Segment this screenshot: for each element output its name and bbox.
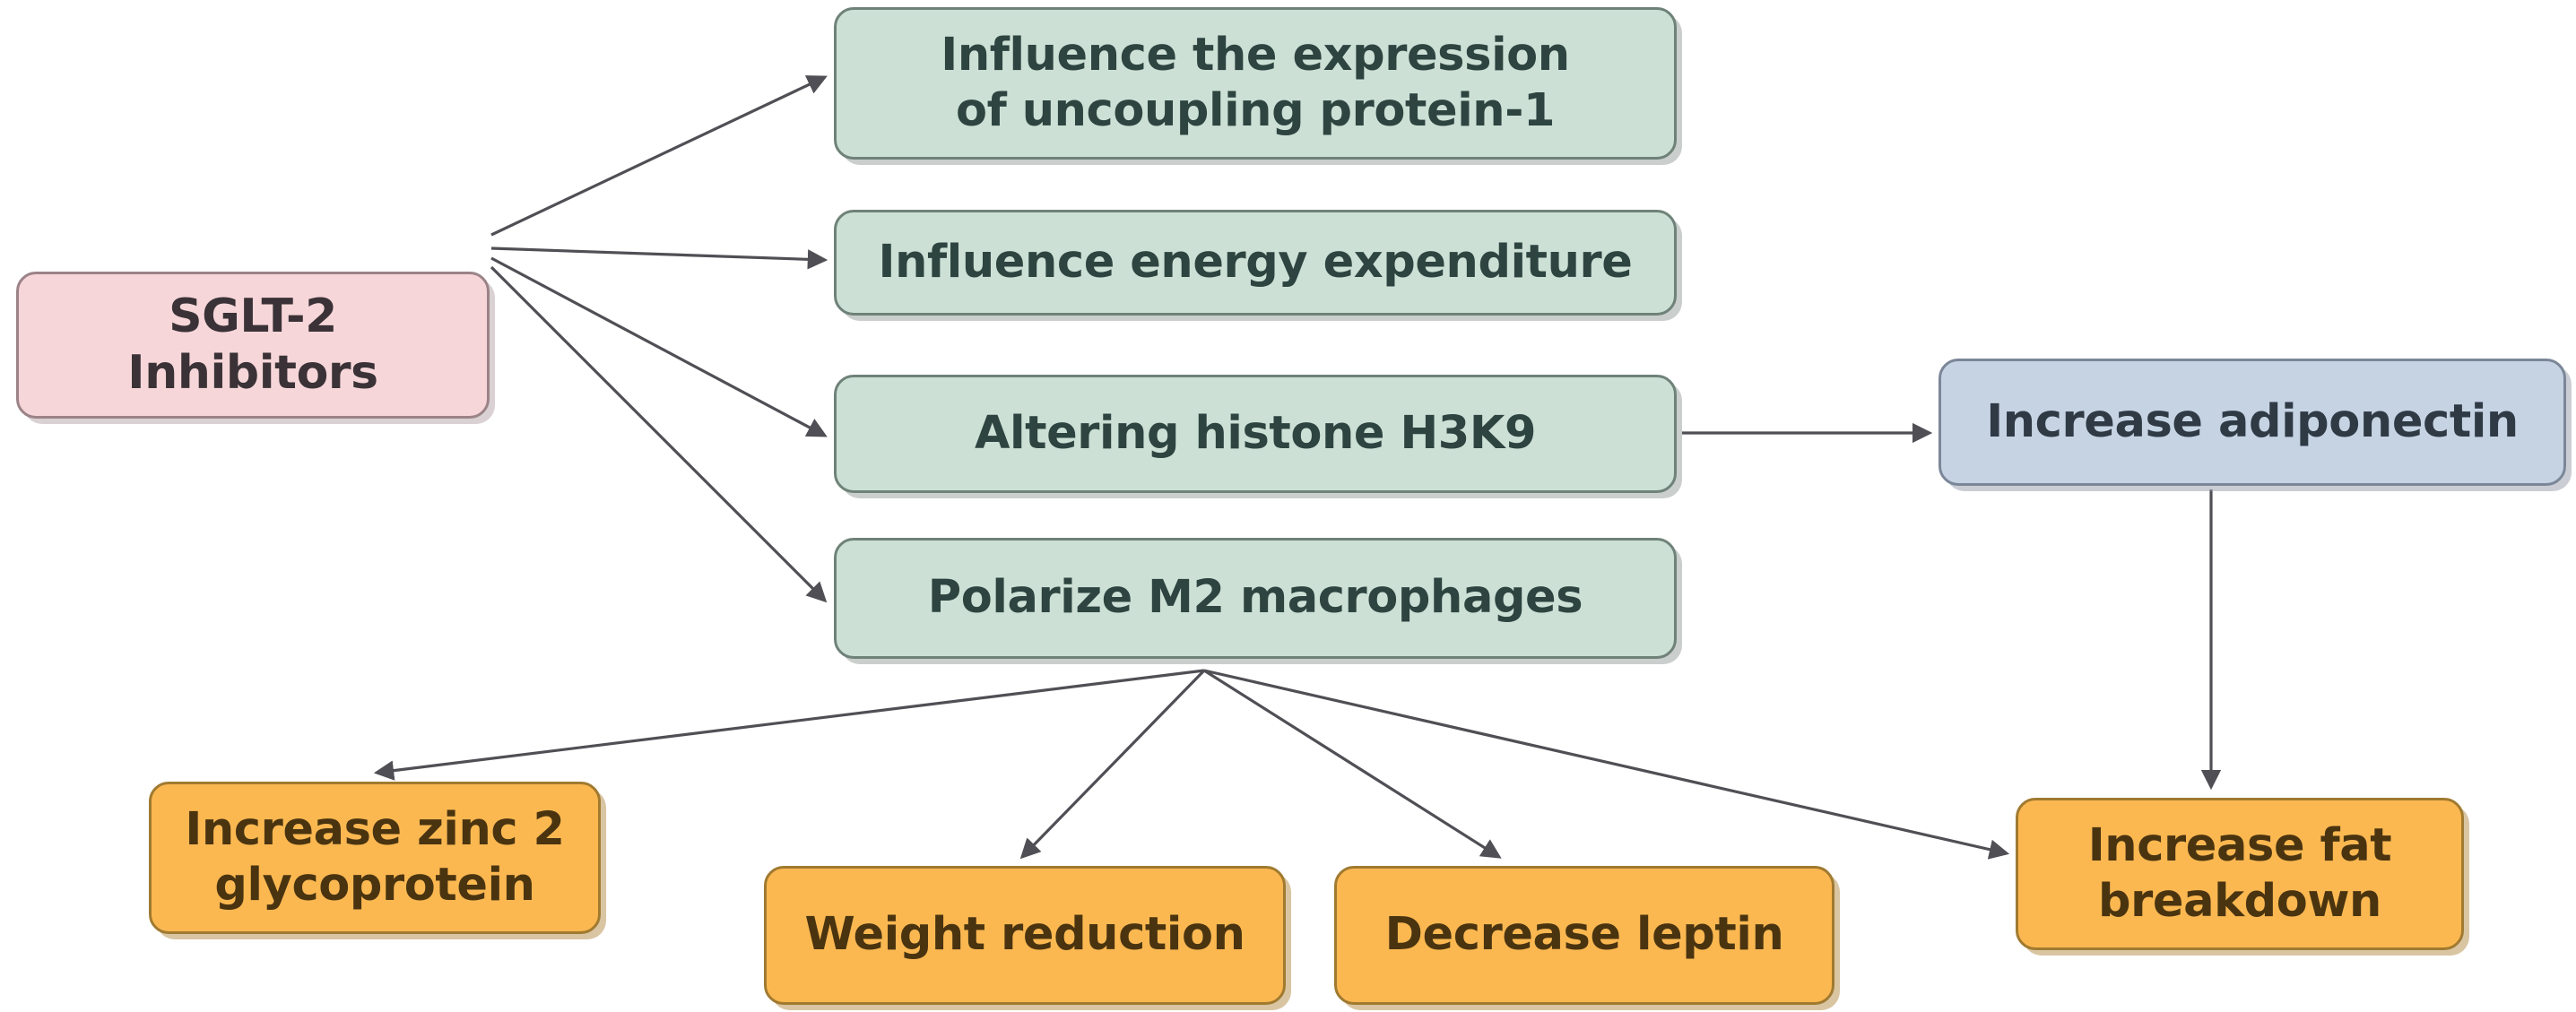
edge-sglt2-to-m2: [490, 265, 828, 603]
node-m2[interactable]: Polarize M2 macrophages: [834, 538, 1677, 659]
node-ucp1[interactable]: Influence the expression of uncoupling p…: [834, 7, 1677, 160]
edge-m2-to-zinc2: [373, 669, 1205, 781]
node-zinc2[interactable]: Increase zinc 2 glycoprotein: [149, 782, 601, 934]
node-adiponectin[interactable]: Increase adiponectin: [1939, 359, 2566, 486]
node-h3k9[interactable]: Altering histone H3K9: [834, 375, 1677, 493]
edge-sglt2-to-ucp1: [490, 75, 828, 237]
node-fat[interactable]: Increase fat breakdown: [2016, 798, 2464, 950]
edge-sglt2-to-energy: [490, 247, 828, 270]
node-energy[interactable]: Influence energy expenditure: [834, 210, 1677, 316]
edge-m2-to-leptin: [1203, 669, 1502, 859]
node-sglt2[interactable]: SGLT-2 Inhibitors: [16, 272, 490, 419]
edge-m2-to-fat: [1203, 669, 2010, 860]
edge-sglt2-to-h3k9: [490, 256, 828, 437]
node-weight[interactable]: Weight reduction: [764, 866, 1286, 1005]
edge-m2-to-weight: [1019, 669, 1206, 860]
node-leptin[interactable]: Decrease leptin: [1334, 866, 1834, 1005]
